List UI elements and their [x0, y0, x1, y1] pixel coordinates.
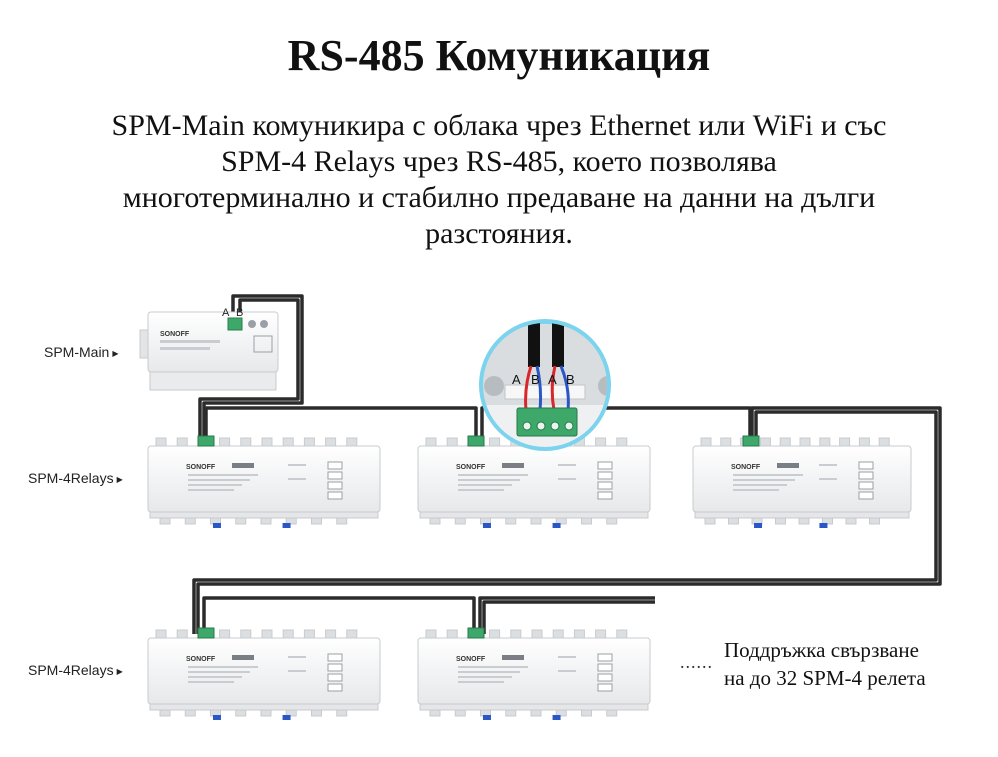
main-terminal-b: B [236, 307, 243, 319]
relay-devices: SONOFF SONOFF SONOFF SONOFF SONOFF [147, 435, 912, 720]
page-title: RS-485 Комуникация [287, 31, 711, 80]
description: SPM-Main комуникира с облака чрез Ethern… [0, 108, 998, 252]
lens-terminal-b2: B [566, 372, 575, 387]
support-note-line-2: на до 32 SPM-4 релета [724, 666, 926, 690]
relay-brand-text: SONOFF [456, 464, 486, 471]
label-spm-relays-row1: SPM-4Relays▶ [28, 470, 123, 486]
continuation-ellipsis: ...... [680, 652, 713, 672]
support-note: Поддръжка свързване на до 32 SPM-4 релет… [724, 636, 926, 692]
label-spm-relays-row2-text: SPM-4Relays [28, 662, 114, 678]
spm-4relays-device: SONOFF [147, 627, 381, 720]
relay-brand-text: SONOFF [186, 464, 216, 471]
spm-4relays-device: SONOFF [417, 627, 651, 720]
label-spm-relays-row2: SPM-4Relays▶ [28, 662, 123, 678]
label-spm-main: SPM-Main▶ [44, 344, 119, 360]
description-line-3: многотерминално и стабилно предаване на … [122, 181, 876, 214]
relay-brand-text: SONOFF [731, 464, 761, 471]
description-line-4: разстояния. [425, 217, 573, 250]
triangle-right-icon: ▶ [116, 474, 123, 484]
support-note-line-1: Поддръжка свързване [724, 638, 919, 662]
lens-terminal-a2: A [548, 372, 557, 387]
description-line-2: SPM-4 Relays чрез RS-485, което позволяв… [221, 145, 777, 178]
label-spm-main-text: SPM-Main [44, 344, 110, 360]
rs485-cables [192, 294, 942, 634]
relay-brand-text: SONOFF [456, 656, 486, 663]
lens-terminal-a1: A [512, 372, 521, 387]
spm-4relays-device: SONOFF [147, 435, 381, 528]
description-line-1: SPM-Main комуникира с облака чрез Ethern… [111, 109, 887, 142]
label-spm-relays-row1-text: SPM-4Relays [28, 470, 114, 486]
spm-4relays-device: SONOFF [692, 435, 912, 528]
triangle-right-icon: ▶ [116, 666, 123, 676]
main-terminal-a: A [222, 307, 230, 319]
spm-4relays-device: SONOFF [417, 435, 651, 528]
main-brand-text: SONOFF [160, 331, 190, 338]
relay-brand-text: SONOFF [186, 656, 216, 663]
lens-terminal-b1: B [531, 372, 540, 387]
triangle-right-icon: ▶ [112, 348, 119, 358]
spm-main-device: SONOFF [139, 311, 279, 391]
